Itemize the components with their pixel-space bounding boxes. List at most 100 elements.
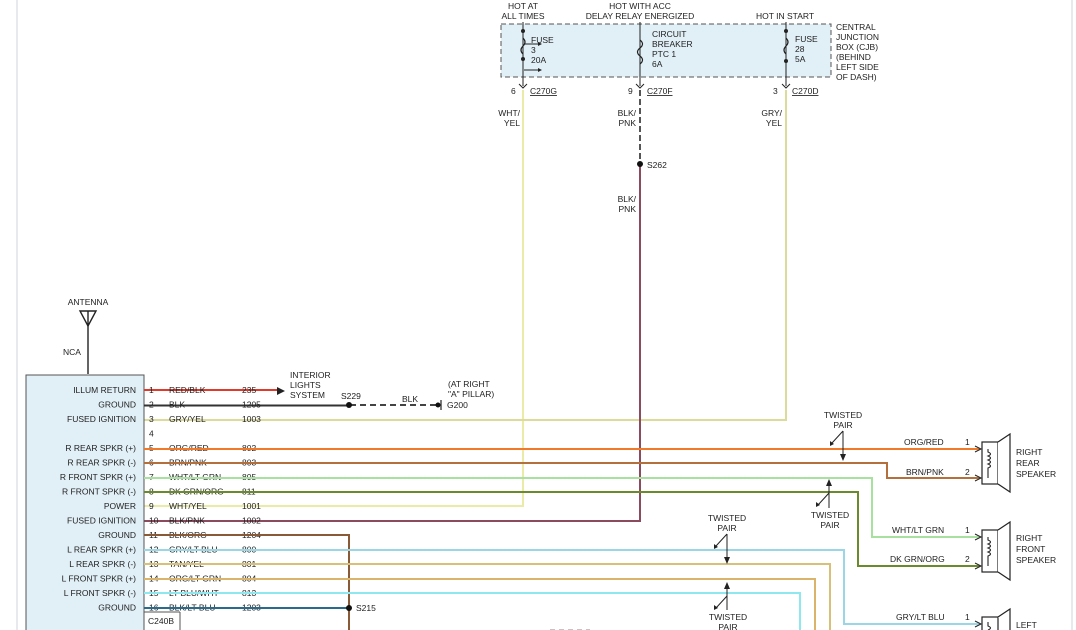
radio-box: [25, 374, 145, 630]
left-speaker: GRY/LT BLU 1 LEFT: [896, 607, 1037, 630]
speaker-pin: 1: [965, 612, 970, 622]
pin-function-label: R REAR SPKR (+): [65, 443, 136, 453]
twisted-pair-3: TWISTED PAIR: [708, 513, 746, 564]
fuse-number: 3: [531, 45, 536, 55]
fuse-label: FUSE: [531, 35, 554, 45]
pin-function-label: POWER: [104, 501, 136, 511]
twisted-pair-label: TWISTED: [709, 612, 747, 622]
arrow-down-icon: [840, 454, 846, 461]
circuit-breaker-icon: [636, 39, 644, 65]
arrow-up-icon: [724, 582, 730, 589]
interior-lights-label: LIGHTS: [290, 380, 321, 390]
wire-label: PNK: [619, 118, 637, 128]
cjb-circuit-breaker: HOT WITH ACC DELAY RELAY ENERGIZED CIRCU…: [586, 1, 695, 128]
fuse-number: 28: [795, 44, 805, 54]
twisted-pair-label: PAIR: [717, 523, 736, 533]
pin-function-label: GROUND: [98, 530, 136, 540]
circuit-heading: ALL TIMES: [502, 11, 545, 21]
breaker-label: BREAKER: [652, 39, 693, 49]
speaker-label: RIGHT: [1016, 447, 1042, 457]
right-rear-speaker: ORG/RED BRN/PNK 1 2 RIGHT REAR SPEAKER: [904, 432, 1056, 494]
cjb-label-line: OF DASH): [836, 72, 877, 82]
pin-circuit-number: 1002: [242, 516, 261, 526]
connector-id: C270F: [647, 86, 673, 96]
cjb-label-line: JUNCTION: [836, 32, 879, 42]
wire-blk-org: [144, 534, 350, 630]
pin-function-label: FUSED IGNITION: [67, 414, 136, 424]
breaker-rating: 6A: [652, 59, 663, 69]
arrow-up-icon: [826, 479, 832, 486]
connector-dot: [521, 57, 525, 61]
wire-tan-yel: [144, 563, 831, 630]
speaker-wire-label: DK GRN/ORG: [890, 554, 945, 564]
fuse-icon: [783, 37, 789, 55]
speaker-label: FRONT: [1016, 544, 1045, 554]
pin-function-label: R FRONT SPKR (-): [62, 487, 136, 497]
cjb-label-line: LEFT SIDE: [836, 62, 879, 72]
twisted-pair-4: TWISTED PAIR: [709, 582, 747, 630]
ground-location: (AT RIGHT: [448, 379, 490, 389]
circuit-heading: DELAY RELAY ENERGIZED: [586, 11, 695, 21]
connector-id: C270G: [530, 86, 557, 96]
speaker-icon: [981, 616, 999, 630]
pin-number: 4: [149, 429, 154, 439]
splice-s215-label: S215: [356, 603, 376, 613]
speaker-pin: 2: [965, 467, 970, 477]
speaker-wire-label: GRY/LT BLU: [896, 612, 945, 622]
interior-lights-label: INTERIOR: [290, 370, 331, 380]
splice-s229-dot: [346, 402, 352, 408]
twisted-pair-label: PAIR: [833, 420, 852, 430]
speaker-pin: 1: [965, 525, 970, 535]
pin-function-label: FUSED IGNITION: [67, 516, 136, 526]
wire-org-lt-grn: [144, 578, 816, 630]
pin-wire-color: WHT/YEL: [169, 501, 207, 511]
breaker-label: CIRCUIT: [652, 29, 686, 39]
connector-symbol: [781, 83, 791, 89]
antenna-module-label: NCA: [63, 347, 81, 357]
ground-id: G200: [447, 400, 468, 410]
wire-lt-blu-wht: [144, 592, 801, 630]
wire-label: PNK: [619, 204, 637, 214]
pin-number: 9: [149, 501, 154, 511]
speaker-label: SPEAKER: [1016, 555, 1056, 565]
wire-label: YEL: [504, 118, 520, 128]
wire-label: BLK/: [618, 108, 637, 118]
pin-number: 10: [149, 516, 159, 526]
right-front-speaker: WHT/LT GRN DK GRN/ORG 1 2 RIGHT FRONT SP…: [890, 520, 1056, 582]
fuse-rating: 20A: [531, 55, 546, 65]
speaker-wires: S215: [144, 448, 980, 630]
speaker-wire-label: BRN/PNK: [906, 467, 944, 477]
pin-wire-color: BLK/PNK: [169, 516, 205, 526]
circuit-heading: HOT AT: [508, 1, 538, 11]
pin-function-label: L REAR SPKR (-): [69, 559, 136, 569]
ground-wire-label: BLK: [402, 394, 418, 404]
wire-brn-pnk: [144, 462, 980, 479]
splice-s262-dot: [637, 161, 643, 167]
speaker-label: REAR: [1016, 458, 1040, 468]
speaker-wire-label: ORG/RED: [904, 437, 944, 447]
speaker-pin: 2: [965, 554, 970, 564]
radio-connector-id: C240B: [148, 616, 174, 626]
speaker-label: RIGHT: [1016, 533, 1042, 543]
pin-function-label: L REAR SPKR (+): [67, 545, 136, 555]
connector-pin: 6: [511, 86, 516, 96]
connector-dot: [784, 29, 788, 33]
pin-function-label: L FRONT SPKR (+): [62, 574, 137, 584]
pin-function-label: R FRONT SPKR (+): [60, 472, 136, 482]
breaker-id: PTC 1: [652, 49, 676, 59]
speaker-wire-label: WHT/LT GRN: [892, 525, 944, 535]
pin-circuit-number: 1003: [242, 414, 261, 424]
twisted-pair-1: TWISTED PAIR: [824, 410, 862, 461]
pin-function-label: R REAR SPKR (-): [68, 458, 137, 468]
pin-number: 3: [149, 414, 154, 424]
pin-function-label: L FRONT SPKR (-): [64, 588, 136, 598]
speaker-label: SPEAKER: [1016, 469, 1056, 479]
wire-dk-grn-org: [144, 491, 980, 567]
wire-label: YEL: [766, 118, 782, 128]
pin-circuit-number: 1205: [242, 400, 261, 410]
cjb-label-line: CENTRAL: [836, 22, 876, 32]
